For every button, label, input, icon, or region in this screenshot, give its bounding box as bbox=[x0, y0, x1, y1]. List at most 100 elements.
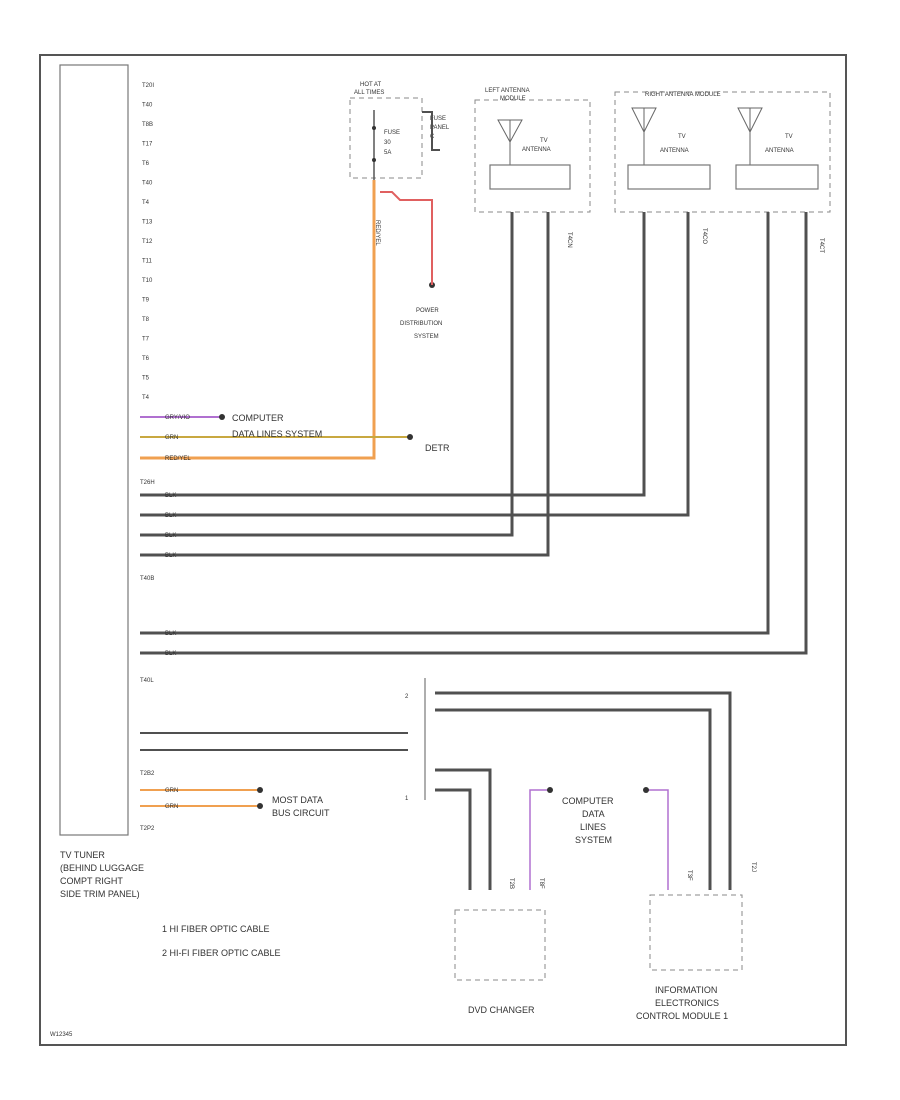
fiber-wire-3 bbox=[435, 691, 732, 890]
right-tv1-label-2: ANTENNA bbox=[660, 148, 689, 154]
coax-wire-4 bbox=[140, 212, 550, 557]
tuner-pin-4: T6 bbox=[142, 161, 150, 167]
fuse-label-1: FUSE bbox=[384, 130, 400, 136]
group-t2p2: T2P2 bbox=[140, 826, 155, 832]
comp-data-2-label-3: LINES bbox=[580, 822, 606, 832]
tuner-pin-9: T11 bbox=[142, 259, 153, 265]
power-dist-label-1: POWER bbox=[416, 308, 439, 314]
tuner-pin-labels: T20IT40T8BT17T6T40T4T13T12T11T10T9T8T7T6… bbox=[142, 83, 154, 401]
tuner-pin-2: T8B bbox=[142, 122, 153, 128]
comp-data-2-label-1: COMPUTER bbox=[562, 796, 614, 806]
computer-data-label-1: COMPUTER bbox=[232, 413, 284, 423]
coax-wire-1 bbox=[140, 212, 646, 497]
tuner-pin-12: T8 bbox=[142, 317, 150, 323]
tuner-pin-5: T40 bbox=[142, 181, 153, 187]
tuner-pin-13: T7 bbox=[142, 337, 150, 343]
tuner-pin-1: T40 bbox=[142, 103, 153, 109]
tv-tuner-label-1: TV TUNER bbox=[60, 850, 105, 860]
right-tv2-label-2: ANTENNA bbox=[765, 148, 794, 154]
left-antenna-connector: T4CN bbox=[566, 232, 572, 248]
right-tv2-label-1: TV bbox=[785, 134, 793, 140]
coax-wire-5 bbox=[140, 212, 770, 635]
right-tv1-label-1: TV bbox=[678, 134, 686, 140]
coax-wire-2 bbox=[140, 212, 690, 517]
violet-wire-dvd bbox=[529, 789, 548, 890]
legend-item-2: 2 HI-FI FIBER OPTIC CABLE bbox=[162, 948, 281, 958]
comp-data-2-label-4: SYSTEM bbox=[575, 835, 612, 845]
fiber-wire-4 bbox=[435, 708, 712, 890]
fiber-pin-1: 1 bbox=[405, 796, 409, 802]
tv-tuner-label-2: (BEHIND LUGGAGE bbox=[60, 863, 144, 873]
fiber-wire-6 bbox=[435, 788, 472, 890]
coax-wire-6 bbox=[140, 212, 808, 655]
right-antenna-outline bbox=[614, 91, 831, 213]
wire-label-gry-vio: GRY/VIO bbox=[165, 415, 190, 421]
power-dist-label-2: DISTRIBUTION bbox=[400, 321, 442, 327]
left-antenna-icon bbox=[497, 119, 523, 165]
right-antenna-icon-1 bbox=[631, 107, 657, 165]
dvd-changer-label: DVD CHANGER bbox=[468, 1005, 535, 1015]
left-tv-antenna-box bbox=[489, 164, 571, 190]
dvd-connector-2: T8F bbox=[538, 878, 544, 889]
fuse-panel-label-1: FUSE bbox=[430, 116, 446, 122]
legend-item-1: 1 HI FIBER OPTIC CABLE bbox=[162, 924, 270, 934]
fuse-box-outline bbox=[349, 97, 423, 179]
left-tv-label-1: TV bbox=[540, 138, 548, 144]
diagram-id: W12345 bbox=[50, 1032, 73, 1038]
left-tv-label-2: ANTENNA bbox=[522, 147, 551, 153]
group-t40l: T40L bbox=[140, 678, 154, 684]
gry-vio-terminal bbox=[219, 414, 225, 420]
group-t40b: T40B bbox=[140, 576, 154, 582]
violet-wire-info bbox=[648, 789, 669, 890]
diagram-frame bbox=[39, 54, 847, 1046]
most-terminal-1 bbox=[257, 787, 263, 793]
most-bus-label-2: BUS CIRCUIT bbox=[272, 808, 330, 818]
violet-terminal-info bbox=[643, 787, 649, 793]
red-yel-wire-power bbox=[380, 191, 433, 285]
tuner-pin-6: T4 bbox=[142, 200, 150, 206]
blk-label-3: BLK bbox=[165, 533, 176, 539]
wire-label-red-yel: RED/YEL bbox=[165, 456, 191, 462]
tuner-pin-11: T9 bbox=[142, 298, 150, 304]
detr-label: DETR bbox=[425, 443, 450, 453]
hot-at-title-1: HOT AT bbox=[360, 82, 381, 88]
most-label-1: GRN bbox=[165, 788, 178, 794]
right-tv-antenna-box-2 bbox=[735, 164, 819, 190]
info-module-outline bbox=[649, 894, 743, 971]
group-t2b2: T2B2 bbox=[140, 771, 155, 777]
dvd-changer-outline bbox=[454, 909, 546, 981]
tuner-pin-16: T4 bbox=[142, 395, 150, 401]
right-antenna-icon-2 bbox=[737, 107, 763, 165]
tv-tuner-body bbox=[59, 64, 129, 836]
most-bus-label-1: MOST DATA bbox=[272, 795, 323, 805]
group-t26h: T26H bbox=[140, 480, 155, 486]
blk-label-4: BLK bbox=[165, 553, 176, 559]
comp-data-2-label-2: DATA bbox=[582, 809, 605, 819]
tuner-pin-14: T6 bbox=[142, 356, 150, 362]
coax-wire-3 bbox=[140, 212, 514, 537]
left-antenna-title-1: LEFT ANTENNA bbox=[485, 88, 530, 94]
blk-label-5: BLK bbox=[165, 631, 176, 637]
most-label-2: GRN bbox=[165, 804, 178, 810]
tuner-pin-0: T20I bbox=[142, 83, 154, 89]
fuse-panel-lead bbox=[422, 111, 440, 151]
info-label-2: ELECTRONICS bbox=[655, 998, 719, 1008]
fiber-pin-2: 2 bbox=[405, 694, 409, 700]
fuse-panel-label-2: PANEL bbox=[430, 125, 450, 131]
wire-label-grn: GRN bbox=[165, 435, 178, 441]
fuse-dot-bottom bbox=[372, 158, 376, 162]
fiber-wire-5 bbox=[435, 768, 492, 890]
info-connector-2: T2J bbox=[750, 862, 756, 872]
dvd-connector: T2B bbox=[508, 878, 514, 889]
tuner-pin-10: T10 bbox=[142, 278, 153, 284]
fuse-label-2: 30 bbox=[384, 140, 391, 146]
grn-terminal bbox=[407, 434, 413, 440]
fuse-label-3: 5A bbox=[384, 150, 391, 156]
tuner-pin-15: T5 bbox=[142, 376, 150, 382]
left-antenna-title-2: MODULE bbox=[500, 96, 526, 102]
violet-terminal-dvd bbox=[547, 787, 553, 793]
right-tv-antenna-box-1 bbox=[627, 164, 711, 190]
tv-tuner-label-4: SIDE TRIM PANEL) bbox=[60, 889, 140, 899]
right-antenna-connector-1: T4CO bbox=[701, 228, 707, 244]
info-label-3: CONTROL MODULE 1 bbox=[636, 1011, 728, 1021]
